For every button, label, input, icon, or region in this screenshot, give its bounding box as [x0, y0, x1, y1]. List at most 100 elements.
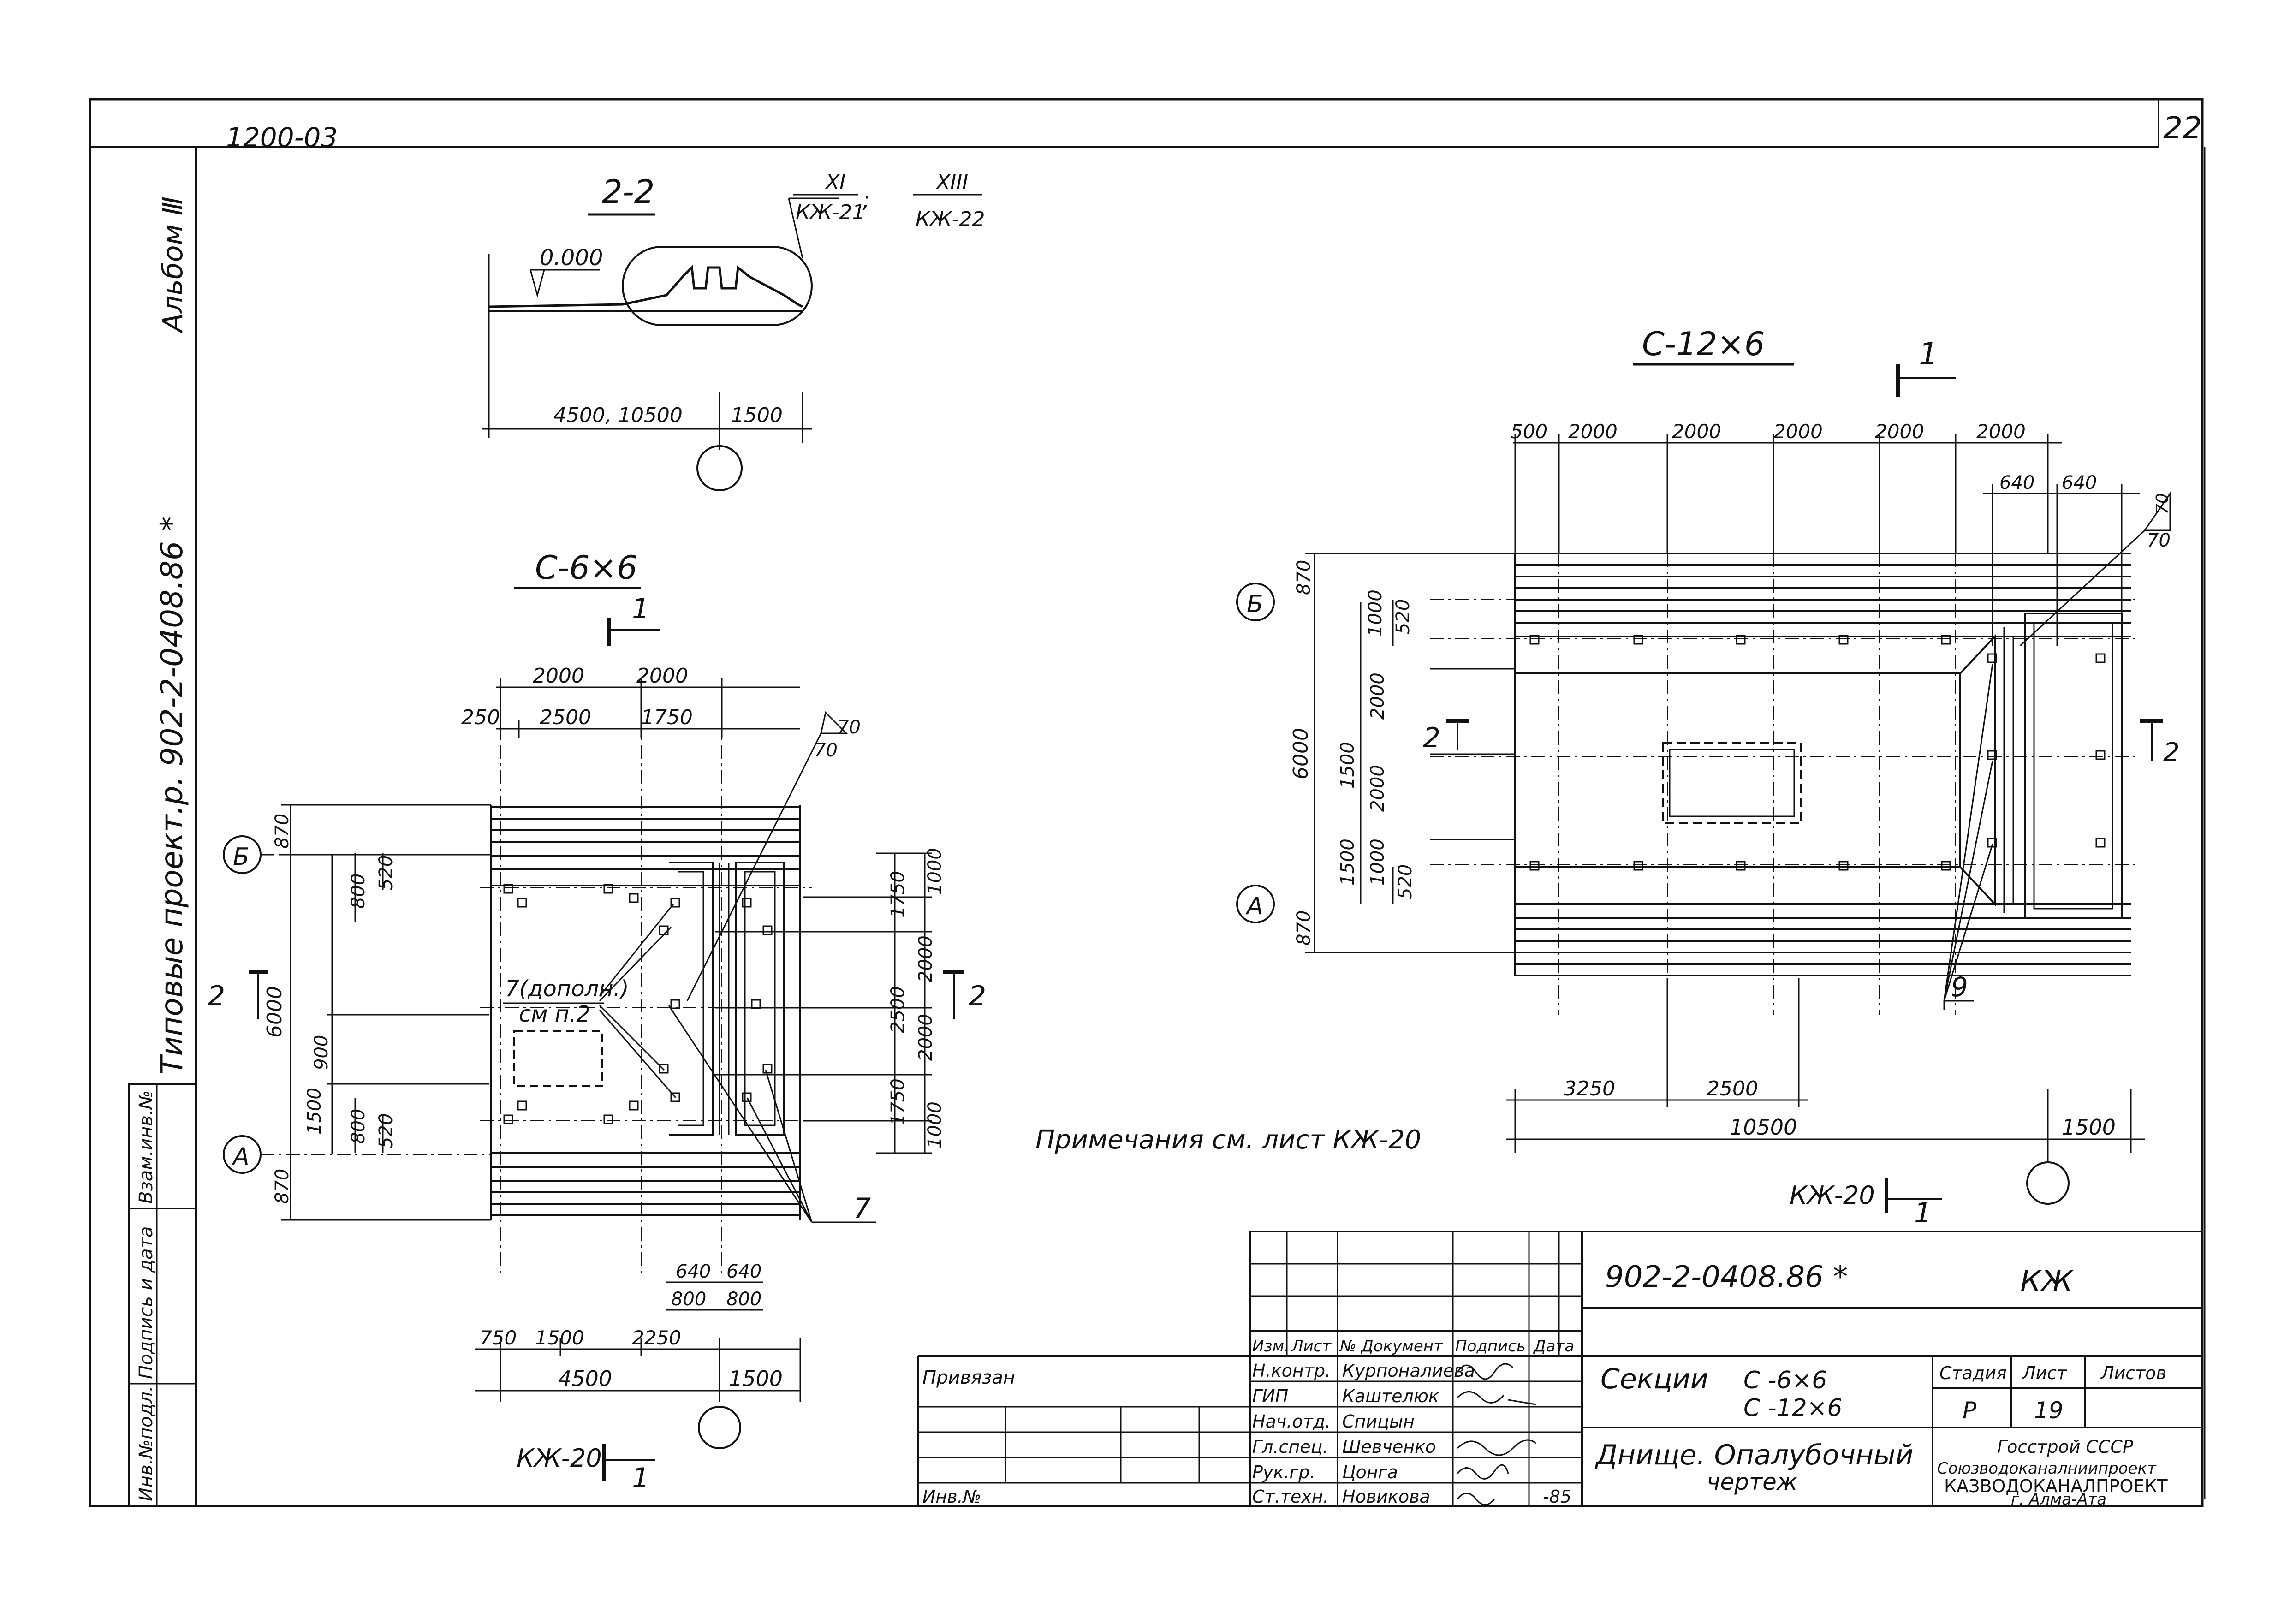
left-inner-5: 800	[348, 1109, 369, 1144]
ref-separator: ;	[862, 186, 870, 213]
sheets-label: Листов	[2100, 1363, 2166, 1383]
top-small-12-1: 640	[1999, 472, 2034, 494]
anchor-marks-12	[1529, 635, 2106, 871]
hdr-list: Лист	[1291, 1337, 1332, 1356]
cut-1-top: 1	[632, 593, 649, 625]
name-5: Цонга	[1342, 1462, 1398, 1482]
hdr-doc: № Документ	[1339, 1337, 1443, 1356]
stamp-signature-date: Подпись и дата	[136, 1226, 157, 1379]
left-inner-12-4: 1500	[1337, 742, 1358, 789]
left-inner-12-7: 1000	[1367, 839, 1388, 886]
left-dim-12-1: 870	[1293, 560, 1315, 595]
left-inner-12-5: 2000	[1367, 765, 1388, 812]
top-dim-12-5: 2000	[1875, 420, 1924, 443]
title-block: 902-2-0408.86 * КЖ Изм. Лист № Документ …	[917, 1231, 2202, 1509]
hdr-sign: Подпись	[1455, 1337, 1526, 1356]
stamp-vzam-inv: Взам.инв.№	[136, 1090, 157, 1204]
top-dim2-1: 250	[461, 706, 500, 729]
bottom-small-2: 640	[726, 1261, 761, 1282]
plan-12x6-title: С-12×6	[1642, 325, 1765, 363]
bottom-dim-12-1: 3250	[1564, 1077, 1615, 1100]
bottom-dim-12-2: 2500	[1707, 1077, 1758, 1100]
dim-left: 4500, 10500	[553, 404, 683, 427]
sheet-title-2: чертеж	[1707, 1469, 1797, 1495]
right-dim-3: 2000	[915, 935, 936, 982]
left-inner-6: 520	[375, 1113, 397, 1148]
slope-2: 70	[814, 740, 838, 761]
left-inner-12-8: 520	[1395, 864, 1416, 899]
slope-12-2: 70	[2153, 493, 2172, 514]
hdr-date: Дата	[1533, 1337, 1574, 1356]
bottom-dim-3: 2250	[632, 1327, 681, 1349]
right-dim-5: 2000	[915, 1014, 936, 1061]
org-3: КАЗВОДОКАНАЛПРОЕКТ	[1944, 1476, 2168, 1496]
org-2: Союзводоканалниипроект	[1937, 1459, 2157, 1478]
left-dim-2: 6000	[263, 986, 286, 1038]
sheet-label: Лист	[2022, 1363, 2068, 1383]
left-inner-3: 900	[311, 1035, 332, 1070]
bottom-small2-2: 800	[726, 1289, 761, 1310]
cut-2-right: 2	[969, 980, 986, 1012]
left-dim-3: 870	[272, 1169, 293, 1204]
top-dim2-3: 1750	[641, 706, 693, 729]
name-2: Каштелюк	[1342, 1386, 1439, 1406]
callout-7: 7	[853, 1192, 871, 1225]
doc-code-main: 902-2-0408.86 *	[1605, 1260, 1848, 1294]
sheet-number: 22	[2163, 110, 2202, 146]
top-dim-2: 2000	[636, 664, 688, 688]
slope: 70	[837, 717, 861, 738]
top-dim2-2: 2500	[540, 706, 591, 729]
notes-reference: Примечания см. лист КЖ-20	[1035, 1125, 1421, 1155]
privyazan: Привязан	[922, 1367, 1015, 1388]
axis-bubble	[696, 445, 743, 491]
bottom-total-12-2: 1500	[2062, 1115, 2116, 1140]
doc-code: 1200-03	[226, 122, 338, 153]
section-title-tb: Секции	[1600, 1363, 1708, 1395]
right-dim-1: 1000	[924, 848, 946, 895]
role-2: ГИП	[1252, 1386, 1288, 1406]
ref2-top: XIII	[935, 171, 968, 194]
role-5: Рук.гр.	[1252, 1462, 1315, 1482]
role-6: Ст.техн.	[1252, 1487, 1329, 1507]
left-inner-12-3: 2000	[1367, 672, 1388, 720]
stamp-inv-podl: Инв.№подл.	[136, 1386, 157, 1501]
left-inner-1: 800	[348, 874, 369, 909]
sheet-value: 19	[2034, 1397, 2064, 1424]
section-2-2: 2-2 0.000 XI КЖ-21 ; XIII КЖ-22 4500, 10…	[482, 171, 985, 491]
org-1: Госстрой СССР	[1997, 1437, 2133, 1457]
ref1-top: XI	[825, 171, 845, 194]
name-1: Курпоналиева	[1342, 1361, 1475, 1381]
note-label-2: см п.2	[519, 1001, 590, 1027]
axis-b: Б	[233, 843, 250, 871]
role-4: Гл.спец.	[1252, 1437, 1328, 1457]
cut-2-left-12: 2	[1423, 722, 1440, 754]
slope-12: 70	[2147, 530, 2171, 551]
left-inner-12-6: 1500	[1337, 839, 1358, 886]
name-6: Новикова	[1342, 1487, 1430, 1507]
stage-value: Р	[1963, 1397, 1977, 1424]
top-dim-12-3: 2000	[1672, 420, 1721, 443]
signatures	[1457, 1363, 1537, 1505]
side-stamp: Инв.№подл. Подпись и дата Взам.инв.№	[128, 1083, 197, 1507]
cut-1-top-12: 1	[1919, 336, 1938, 372]
doc-mark: КЖ	[2020, 1265, 2074, 1299]
right-dim-4: 2500	[887, 986, 909, 1033]
plan-6x6: С-6×6 1	[208, 549, 986, 1494]
hdr-izm: Изм.	[1252, 1337, 1289, 1356]
bottom-small-1: 640	[676, 1261, 711, 1282]
note-label: 7(дополн.)	[505, 976, 629, 1002]
callout-9: 9	[1951, 971, 1968, 1003]
section-title: 2-2	[602, 173, 654, 211]
left-inner-4: 1500	[304, 1088, 325, 1135]
plan-6x6-title: С-6×6	[535, 549, 637, 587]
sheet-ref-12x6: КЖ-20	[1790, 1181, 1875, 1210]
name-4: Шевченко	[1342, 1437, 1436, 1457]
top-dim-12-2: 2000	[1568, 420, 1618, 443]
bottom-dim-1: 750	[480, 1327, 517, 1349]
bottom-total-1: 4500	[558, 1366, 612, 1391]
sheet-title: Днище. Опалубочный	[1594, 1439, 1914, 1471]
album-label: Альбом Ⅲ	[157, 196, 189, 334]
sheet-ref-6x6: КЖ-20	[517, 1444, 602, 1473]
left-dim-12-3: 870	[1293, 910, 1315, 946]
